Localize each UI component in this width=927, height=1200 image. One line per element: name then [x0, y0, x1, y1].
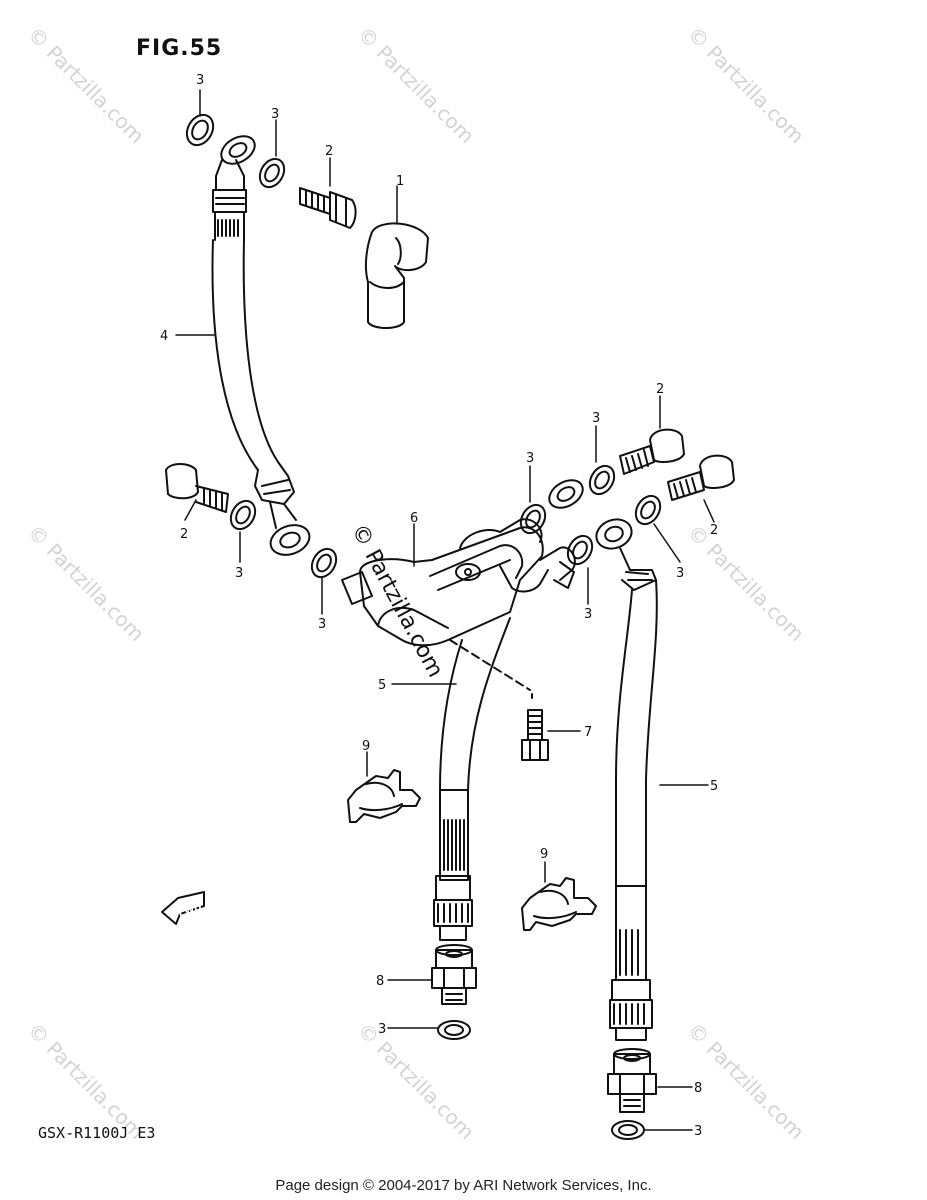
callout-label: 3 — [378, 1022, 386, 1037]
part-3-washer — [611, 1120, 645, 1140]
callout-label: 1 — [396, 174, 404, 189]
model-code: GSX-R1100J E3 — [38, 1124, 156, 1142]
callout-label: 3 — [592, 411, 600, 426]
callout-label: 3 — [235, 566, 243, 581]
part-2-bolt — [299, 187, 357, 229]
part-3-washer — [229, 499, 257, 531]
callout-label: 3 — [196, 73, 204, 88]
callout-label: 3 — [694, 1124, 702, 1139]
part-5-hose — [595, 518, 658, 1041]
callout-label: 2 — [325, 144, 333, 159]
callout-label: 5 — [710, 779, 718, 794]
callout-label: 5 — [378, 678, 386, 693]
callout-numbers: 1 2 2 2 2 3 3 3 3 3 3 3 3 3 3 3 4 5 5 6 … — [160, 73, 718, 1139]
part-8-union — [431, 944, 477, 1005]
part-3-washer — [634, 494, 662, 526]
part-3-washer — [437, 1020, 471, 1040]
callout-label: 3 — [271, 107, 279, 122]
fwd-arrow-icon — [161, 891, 205, 925]
leader-lines — [175, 89, 715, 1131]
page-footer: Page design © 2004-2017 by ARI Network S… — [275, 1177, 652, 1194]
part-2-bolt — [667, 454, 735, 501]
part-7-bolt — [449, 639, 549, 761]
fwd-label: FWD — [177, 903, 202, 919]
callout-label: 3 — [676, 566, 684, 581]
part-1-cap — [364, 222, 429, 329]
part-2-bolt — [165, 463, 229, 513]
part-3-washer — [310, 547, 338, 579]
callout-label: 2 — [710, 523, 718, 538]
callout-label: 2 — [180, 527, 188, 542]
part-6-joint — [341, 518, 576, 647]
callout-label: 4 — [160, 329, 168, 344]
callout-label: 3 — [526, 451, 534, 466]
callout-label: 3 — [318, 617, 326, 632]
callout-label: 8 — [376, 974, 384, 989]
part-5-hose — [433, 617, 511, 941]
callout-label: 6 — [410, 511, 418, 526]
part-3-washer — [588, 464, 616, 496]
part-4-hose — [211, 135, 311, 556]
callout-label: 9 — [362, 739, 370, 754]
part-3-washer — [566, 534, 594, 566]
part-3-washer — [519, 503, 547, 535]
callout-label: 2 — [656, 382, 664, 397]
part-3-washer — [258, 157, 286, 189]
part-9-clamp — [521, 877, 597, 931]
part-2-bolt — [619, 428, 685, 475]
callout-label: 8 — [694, 1081, 702, 1096]
part-8-union — [607, 1048, 657, 1113]
part-3-washer — [185, 113, 215, 147]
figure-title: FIG.55 — [136, 36, 223, 61]
callout-label: 7 — [584, 725, 592, 740]
callout-label: 3 — [584, 607, 592, 622]
part-9-clamp — [347, 769, 421, 823]
callout-label: 9 — [540, 847, 548, 862]
